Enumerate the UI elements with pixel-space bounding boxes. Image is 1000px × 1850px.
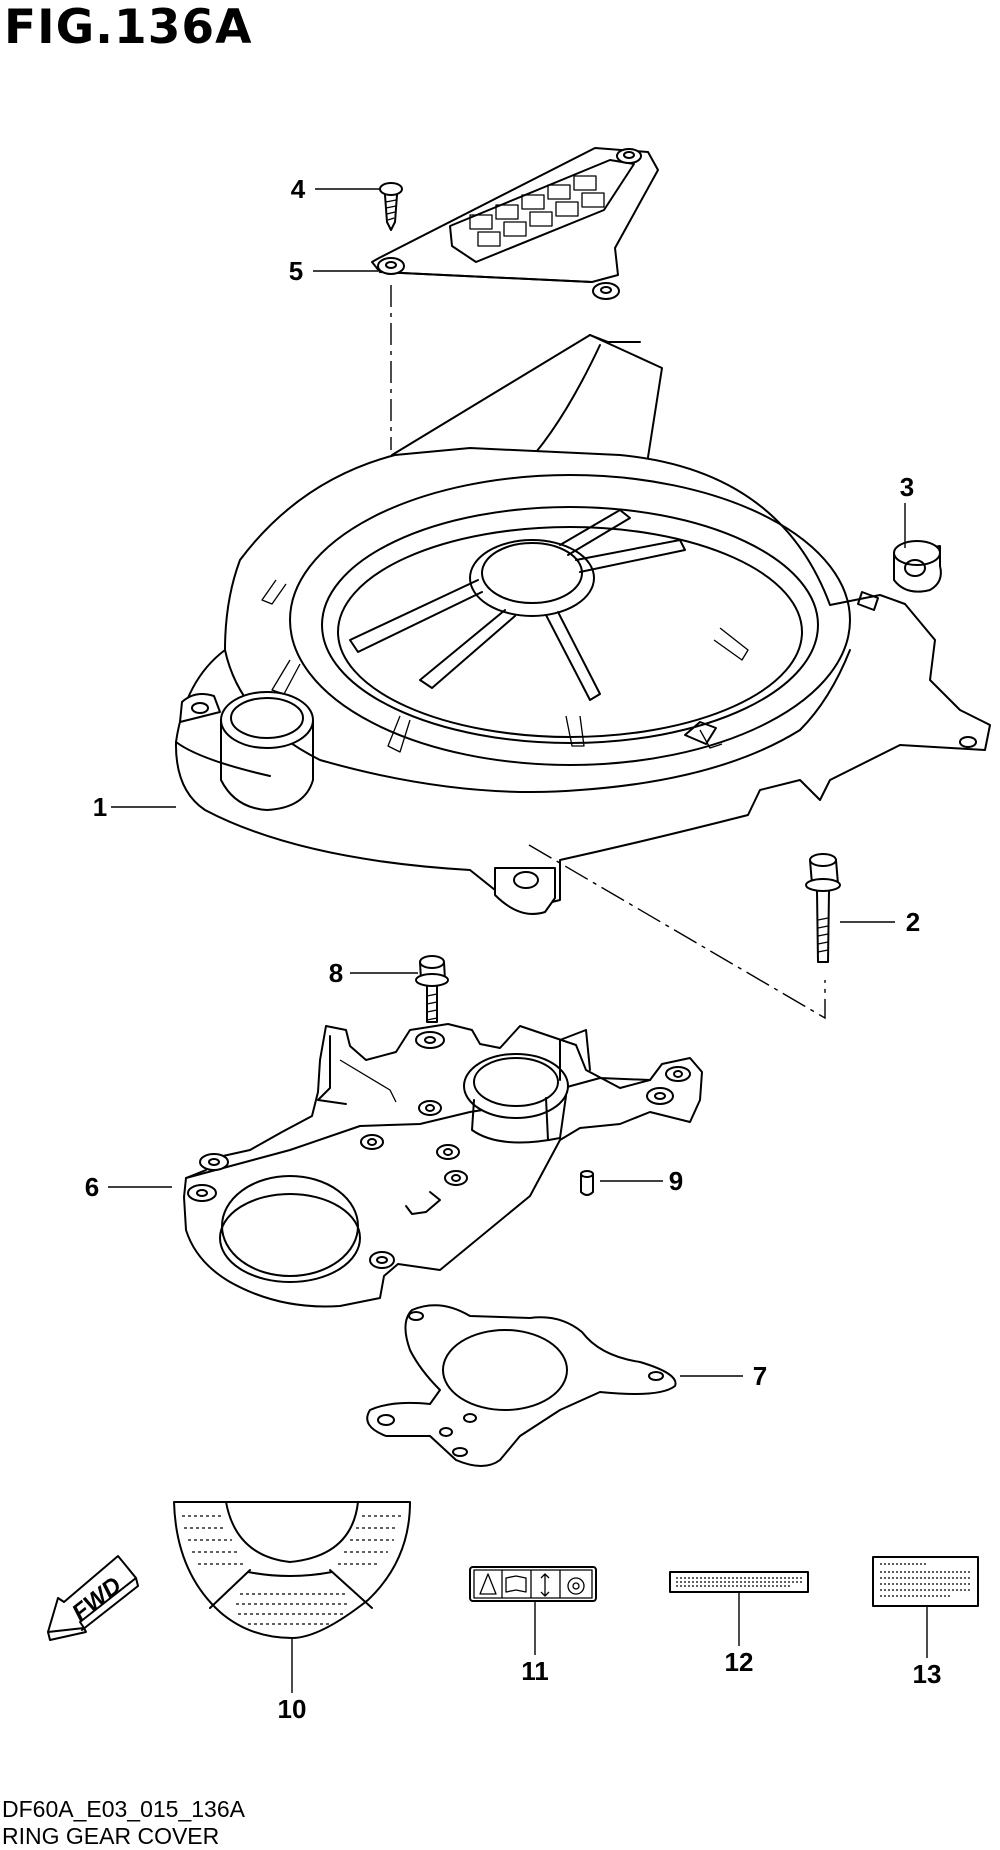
part-3-grommet[interactable] — [893, 540, 942, 593]
leader-lines — [108, 188, 928, 1693]
part-10-decal[interactable] — [173, 1501, 411, 1639]
diagram-code: DF60A_E03_015_136A — [2, 1796, 245, 1822]
diagram-title: RING GEAR COVER — [2, 1823, 220, 1849]
callout-7: 7 — [752, 1361, 768, 1391]
part-6-bracket-plate[interactable] — [183, 1023, 703, 1308]
part-5-vent-cover[interactable] — [371, 147, 659, 300]
callout-6: 6 — [84, 1172, 100, 1202]
callout-2: 2 — [905, 907, 921, 937]
callout-10: 10 — [277, 1694, 307, 1724]
callout-12: 12 — [724, 1647, 754, 1677]
callout-9: 9 — [668, 1166, 684, 1196]
part-13-label-plate[interactable] — [872, 1556, 979, 1607]
figure-title: FIG.136A — [4, 0, 253, 55]
part-1-ring-gear-cover[interactable] — [174, 334, 991, 915]
callout-5: 5 — [288, 256, 304, 286]
part-11-warning-label[interactable] — [469, 1566, 597, 1602]
callout-4: 4 — [290, 174, 306, 204]
callout-13: 13 — [912, 1659, 942, 1689]
part-12-label-strip[interactable] — [669, 1571, 809, 1593]
part-4-screw[interactable] — [379, 182, 403, 231]
part-2-bolt[interactable] — [805, 853, 841, 963]
fwd-arrow-icon — [47, 1555, 139, 1641]
callout-1: 1 — [92, 792, 108, 822]
callout-11: 11 — [521, 1656, 549, 1686]
part-8-bolt[interactable] — [415, 955, 449, 1023]
callout-8: 8 — [328, 958, 344, 988]
part-9-dowel-pin[interactable] — [580, 1170, 594, 1196]
part-7-gasket[interactable] — [366, 1304, 677, 1467]
callout-3: 3 — [899, 472, 915, 502]
